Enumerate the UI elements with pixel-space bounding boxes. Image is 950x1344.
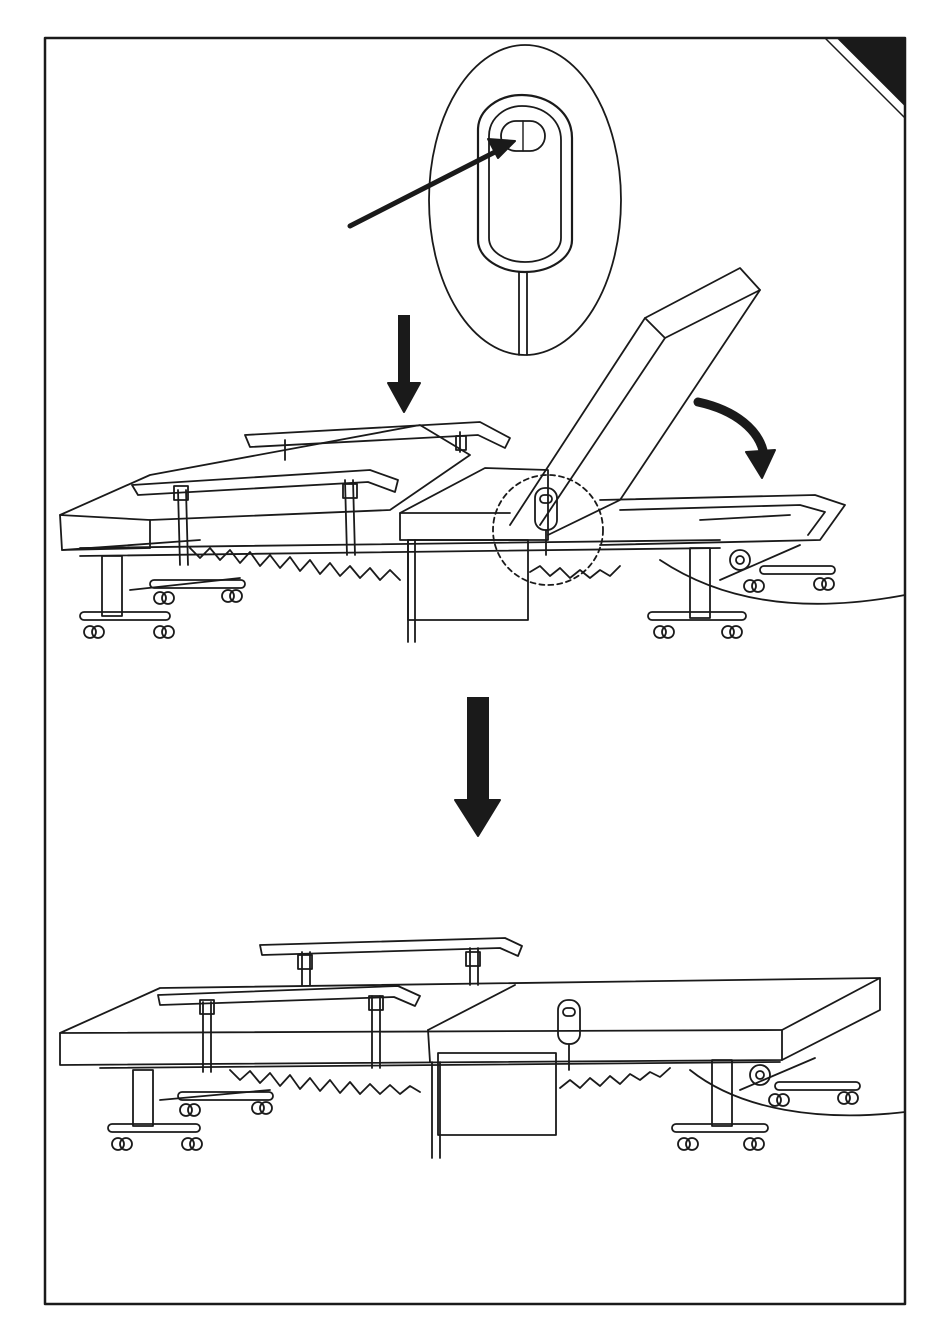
bed-after-illustration [60,938,905,1158]
corner-tab-icon [825,38,905,118]
remote-handset-magnified-icon [429,45,621,355]
page-frame [45,38,905,1304]
down-arrow-icon [388,315,420,412]
step-down-arrow-icon [455,697,500,836]
rotate-arrow-icon [698,402,775,478]
bed-before-illustration [60,268,905,642]
press-arrow-icon [350,139,515,226]
